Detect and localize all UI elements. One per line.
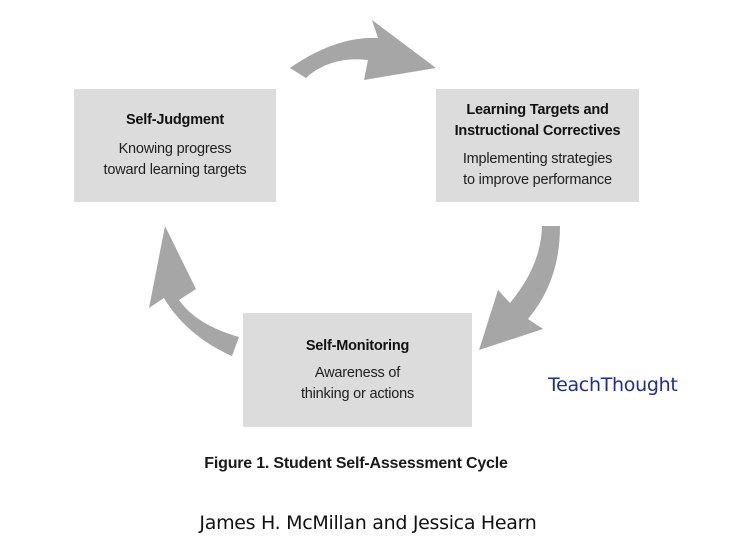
node-self-judgment: Self-Judgment Knowing progress toward le…: [74, 89, 276, 202]
node-title-line: Instructional Correctives: [454, 123, 621, 139]
teachthought-watermark: TeachThought: [548, 374, 678, 396]
node-description-line: Implementing strategies: [462, 151, 613, 167]
curved-arrow-right-icon: [290, 20, 436, 80]
node-title: Self-Monitoring: [305, 337, 410, 354]
node-description-line: to improve performance: [463, 172, 612, 188]
node-title: Learning Targets and Instructional Corre…: [455, 100, 621, 142]
node-description: Implementing strategies to improve perfo…: [462, 149, 613, 191]
node-description: Knowing progress toward learning targets: [104, 139, 247, 181]
node-description-line: toward learning targets: [103, 162, 247, 178]
node-title: Self-Judgment: [125, 112, 225, 128]
node-title-line: Learning Targets and: [466, 102, 609, 118]
node-learning-targets: Learning Targets and Instructional Corre…: [436, 89, 639, 202]
node-description-line: Awareness of: [314, 364, 401, 381]
authors-credit: James H. McMillan and Jessica Hearn: [199, 512, 537, 534]
node-description-line: thinking or actions: [300, 385, 415, 402]
curved-arrow-down-left-icon: [479, 226, 560, 350]
curved-arrow-up-icon: [149, 226, 239, 356]
node-description: Awareness of thinking or actions: [301, 363, 414, 405]
node-self-monitoring: Self-Monitoring Awareness of thinking or…: [243, 313, 472, 427]
node-description-line: Knowing progress: [118, 141, 232, 157]
figure-caption: Figure 1. Student Self-Assessment Cycle: [204, 455, 508, 472]
